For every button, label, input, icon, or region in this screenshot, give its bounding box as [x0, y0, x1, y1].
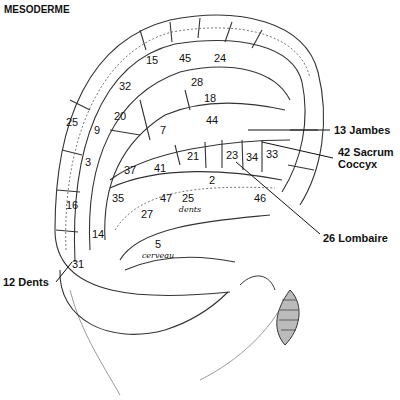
callout-label: 13 Jambes — [334, 124, 390, 136]
callout-number: 20 — [114, 110, 126, 122]
callout-number: 3 — [85, 156, 91, 168]
callout-number: 16 — [66, 199, 78, 211]
callout-number: 7 — [160, 124, 166, 136]
callout-label: 26 Lombaire — [323, 232, 388, 244]
callout-number: 2 — [209, 174, 215, 186]
callout-number: 45 — [179, 52, 191, 64]
callout-number: 34 — [246, 151, 258, 163]
callout-number: 28 — [191, 76, 203, 88]
callout-number: 15 — [146, 54, 158, 66]
callout-number: 9 — [94, 124, 100, 136]
callout-number: 37 — [124, 164, 136, 176]
callout-number: 46 — [254, 192, 266, 204]
callout-number: 27 — [141, 208, 153, 220]
diagram-title: MESODERME — [4, 4, 70, 15]
region-note: dents — [179, 206, 201, 215]
callout-number: 31 — [72, 258, 84, 270]
region-note: cerveau — [142, 252, 174, 261]
callout-number: 41 — [154, 162, 166, 174]
callout-number: 47 — [160, 192, 172, 204]
callout-number: 44 — [206, 114, 218, 126]
callout-number: 18 — [204, 92, 216, 104]
callout-number: 14 — [92, 228, 104, 240]
callout-label: 42 Sacrum Coccyx — [338, 146, 396, 170]
callout-number: 21 — [187, 150, 199, 162]
callout-number: 33 — [266, 148, 278, 160]
callout-number: 32 — [119, 80, 131, 92]
callout-number: 23 — [226, 149, 238, 161]
callout-number: 25 — [182, 192, 194, 204]
callout-label: 12 Dents — [3, 276, 49, 288]
callout-number: 35 — [112, 192, 124, 204]
callout-number: 5 — [155, 238, 161, 250]
callout-number: 24 — [214, 52, 226, 64]
callout-number: 25 — [66, 116, 78, 128]
